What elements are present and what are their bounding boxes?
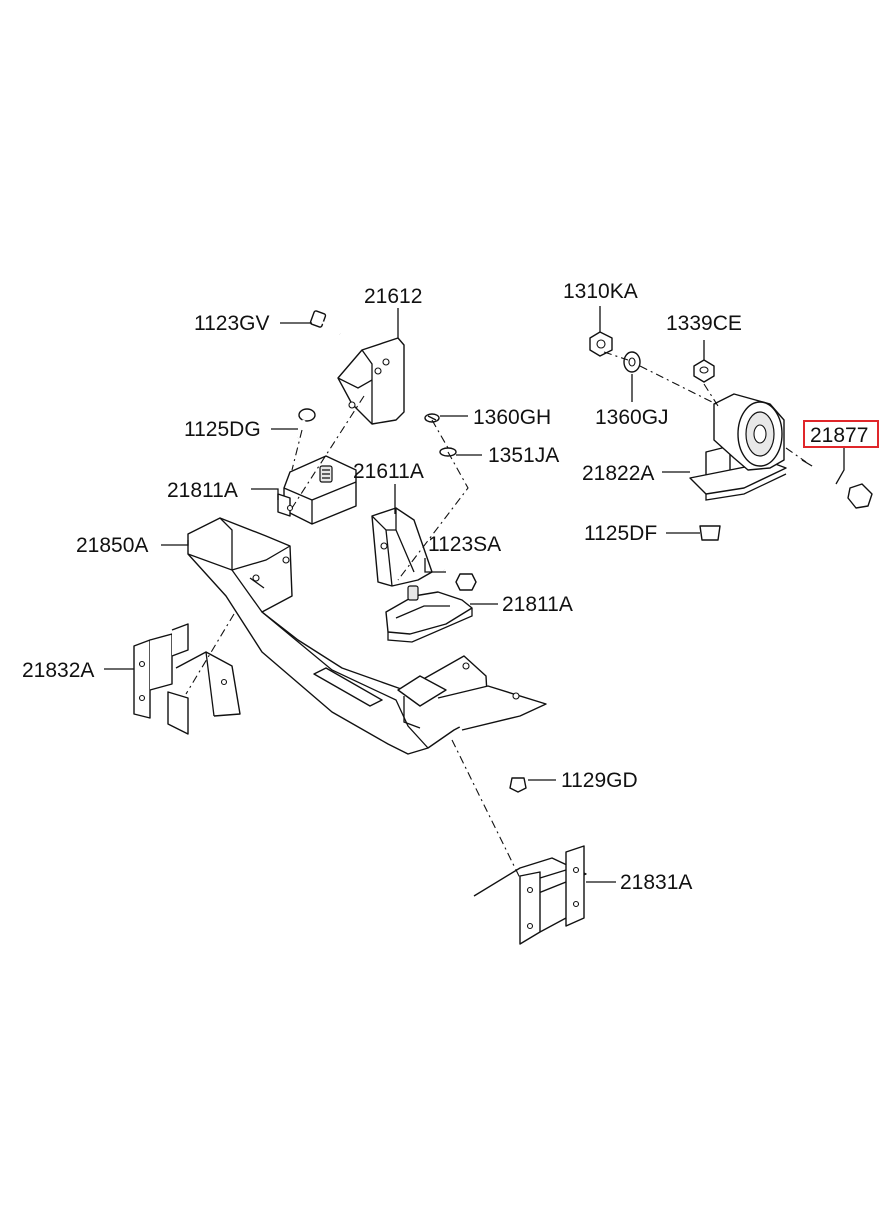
callout-21831a[interactable]: 21831A bbox=[620, 871, 692, 894]
bolt-1129gd[interactable] bbox=[509, 746, 527, 793]
nut-1339ce[interactable] bbox=[693, 359, 715, 383]
bolt-1125dg[interactable] bbox=[296, 408, 316, 439]
bracket-21611a[interactable] bbox=[371, 507, 433, 587]
callout-1125df[interactable]: 1125DF bbox=[584, 522, 657, 545]
callout-1339ce[interactable]: 1339CE bbox=[666, 312, 742, 335]
insulator-21811a-right[interactable] bbox=[385, 585, 473, 643]
nut-1310ka[interactable] bbox=[589, 331, 613, 357]
callout-21822a[interactable]: 21822A bbox=[582, 462, 654, 485]
callout-labels: 1123GV 21612 1125DG 1360GH 1351JA 21611A… bbox=[22, 280, 879, 894]
insulator-21811a-left[interactable] bbox=[277, 455, 357, 525]
callout-21832a[interactable]: 21832A bbox=[22, 659, 94, 682]
callout-1129gd[interactable]: 1129GD bbox=[561, 769, 638, 792]
callout-1123gv[interactable]: 1123GV bbox=[194, 312, 270, 335]
callout-21877-highlight[interactable]: 21877 bbox=[803, 420, 879, 448]
callout-1310ka[interactable]: 1310KA bbox=[563, 280, 638, 303]
bolt-1123sa[interactable] bbox=[443, 568, 477, 591]
bolt-1125df[interactable] bbox=[699, 502, 721, 541]
leader-lines bbox=[104, 306, 845, 883]
callout-1351ja[interactable]: 1351JA bbox=[488, 444, 559, 467]
callout-21877[interactable]: 21877 bbox=[810, 424, 868, 447]
callout-21811a-left[interactable]: 21811A bbox=[167, 479, 238, 502]
highlight-box bbox=[803, 420, 879, 448]
crossmember-21850a[interactable] bbox=[187, 517, 547, 755]
bracket-21831a[interactable] bbox=[473, 845, 587, 945]
bolt-1123gv[interactable] bbox=[309, 310, 341, 336]
callout-21612[interactable]: 21612 bbox=[364, 285, 422, 308]
callout-1125dg[interactable]: 1125DG bbox=[184, 418, 261, 441]
callout-1360gj[interactable]: 1360GJ bbox=[595, 406, 669, 429]
callout-1123sa[interactable]: 1123SA bbox=[428, 533, 501, 556]
bracket-21832a[interactable] bbox=[133, 623, 241, 735]
washer-1360gj[interactable] bbox=[623, 351, 641, 373]
callout-21611a[interactable]: 21611A bbox=[353, 460, 424, 483]
assembly-guide-lines bbox=[185, 351, 807, 879]
callout-21850a[interactable]: 21850A bbox=[76, 534, 148, 557]
bolt-21877[interactable] bbox=[801, 459, 873, 509]
rear-mount-21822a[interactable] bbox=[689, 393, 787, 501]
callout-1360gh[interactable]: 1360GH bbox=[473, 406, 551, 429]
bracket-21612[interactable] bbox=[337, 337, 405, 425]
callout-21811a-right[interactable]: 21811A bbox=[502, 593, 573, 616]
washer-1360gh[interactable] bbox=[424, 413, 440, 423]
